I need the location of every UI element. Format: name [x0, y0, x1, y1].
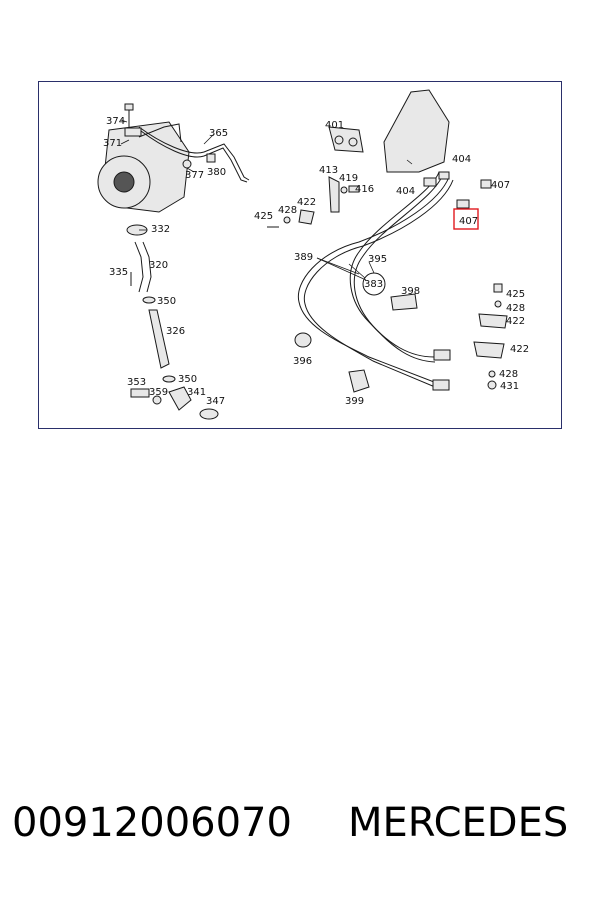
bolt-374 — [124, 103, 134, 128]
gasket-347 — [199, 408, 219, 420]
clamp-422b — [478, 313, 508, 329]
fitting-377 — [182, 159, 192, 169]
washer-428c — [488, 370, 496, 378]
part-number: 00912006070 — [12, 800, 292, 846]
callout-label-347: 347 — [206, 396, 225, 407]
callout-label-332: 332 — [151, 224, 170, 235]
washer-359 — [152, 395, 162, 405]
fitting-380 — [206, 153, 216, 163]
washer-428a — [283, 216, 291, 224]
bolt-353 — [130, 388, 150, 398]
elbow-341 — [168, 386, 192, 411]
callout-label-395: 395 — [368, 254, 387, 265]
bolt-416 — [348, 185, 360, 193]
callout-label-350b: 350 — [178, 374, 197, 385]
callout-label-374: 374 — [106, 116, 125, 127]
callout-label-428c: 428 — [499, 369, 518, 380]
callout-label-428b: 428 — [506, 303, 525, 314]
engine-block — [383, 89, 450, 173]
callout-label-389: 389 — [294, 252, 313, 263]
washer-419 — [340, 186, 348, 194]
leader-lines — [120, 119, 413, 281]
turbocharger — [97, 121, 190, 213]
callout-label-401: 401 — [325, 120, 344, 131]
clamp-422c — [473, 341, 505, 359]
highlight-box — [453, 208, 479, 230]
callout-label-407a: 407 — [491, 180, 510, 191]
washer-428b — [494, 300, 502, 308]
callout-label-396: 396 — [293, 356, 312, 367]
seal-350a — [142, 296, 156, 304]
callout-label-398: 398 — [401, 286, 420, 297]
callout-label-365: 365 — [209, 128, 228, 139]
footer: 00912006070 MERCEDES — [0, 800, 600, 860]
bolt-425b — [493, 283, 503, 293]
callout-label-407b: 407 — [459, 216, 478, 227]
callout-label-335: 335 — [109, 267, 128, 278]
callout-label-353: 353 — [127, 377, 146, 388]
bolt-407b — [456, 199, 470, 209]
callout-label-350a: 350 — [157, 296, 176, 307]
clamp-398 — [390, 293, 418, 311]
callout-label-422c: 422 — [510, 344, 529, 355]
callout-label-404b: 404 — [452, 154, 471, 165]
clamp-422a — [298, 209, 315, 225]
oil-line-365 — [138, 126, 250, 181]
callout-label-359: 359 — [149, 387, 168, 398]
callout-label-416: 416 — [355, 184, 374, 195]
callout-label-425b: 425 — [506, 289, 525, 300]
callout-label-419: 419 — [339, 173, 358, 184]
callout-label-399: 399 — [345, 396, 364, 407]
callout-label-422b: 422 — [506, 316, 525, 327]
fitting-404b — [438, 171, 450, 180]
grommet-396 — [294, 332, 312, 348]
fitting-404a — [423, 177, 437, 187]
callout-label-422a: 422 — [297, 197, 316, 208]
callout-label-383: 383 — [364, 279, 383, 290]
callout-label-341: 341 — [187, 387, 206, 398]
oil-lines — [297, 171, 454, 391]
bracket-399 — [348, 369, 370, 393]
callout-label-377: 377 — [185, 170, 204, 181]
callout-label-413: 413 — [319, 165, 338, 176]
pipe-320 — [134, 241, 144, 293]
nut-431 — [487, 380, 497, 390]
callout-label-431: 431 — [500, 381, 519, 392]
callout-label-380: 380 — [207, 167, 226, 178]
bolt-407a — [480, 179, 492, 189]
callout-label-404a: 404 — [396, 186, 415, 197]
banjo-371 — [124, 127, 142, 137]
seal-350b — [162, 375, 176, 383]
hose-326 — [148, 309, 170, 369]
callout-label-320: 320 — [149, 260, 168, 271]
callout-label-428a: 428 — [278, 205, 297, 216]
brand-name: MERCEDES — [348, 800, 569, 846]
callout-label-425a: 425 — [254, 211, 273, 222]
callout-label-371: 371 — [103, 138, 122, 149]
callout-label-326: 326 — [166, 326, 185, 337]
bracket-413 — [328, 176, 340, 213]
